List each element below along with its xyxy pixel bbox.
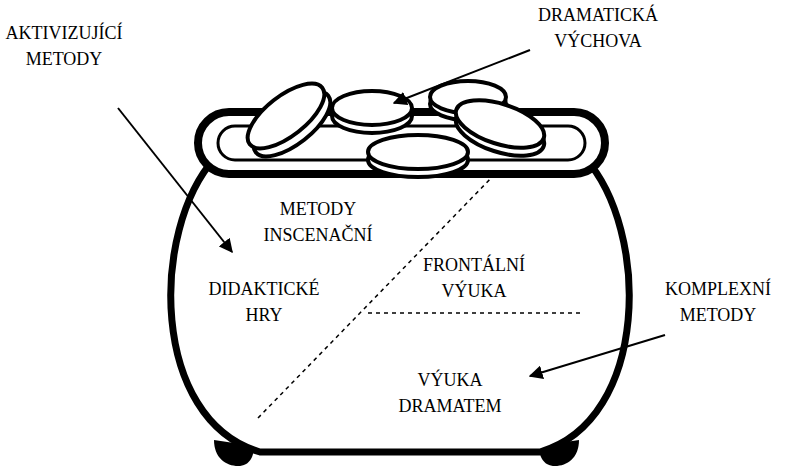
region-label: FRONTÁLNÍ VÝUKA [423, 252, 525, 304]
divider-line [368, 312, 580, 314]
callout-label: KOMPLEXNÍ METODY [665, 276, 771, 328]
leader-arrow [530, 335, 665, 376]
region-label: VÝUKA DRAMATEM [399, 367, 502, 419]
callout-label: AKTIVIZUJÍCÍ METODY [6, 20, 123, 72]
region-label: DIDAKTICKÉ HRY [209, 276, 320, 328]
pot-body [171, 158, 629, 452]
leader-arrow [394, 50, 530, 103]
leader-arrow [118, 108, 232, 252]
region-label: METODY INSCENAČNÍ [263, 196, 372, 248]
callout-label: DRAMATICKÁ VÝCHOVA [538, 2, 658, 54]
coins [237, 72, 549, 177]
